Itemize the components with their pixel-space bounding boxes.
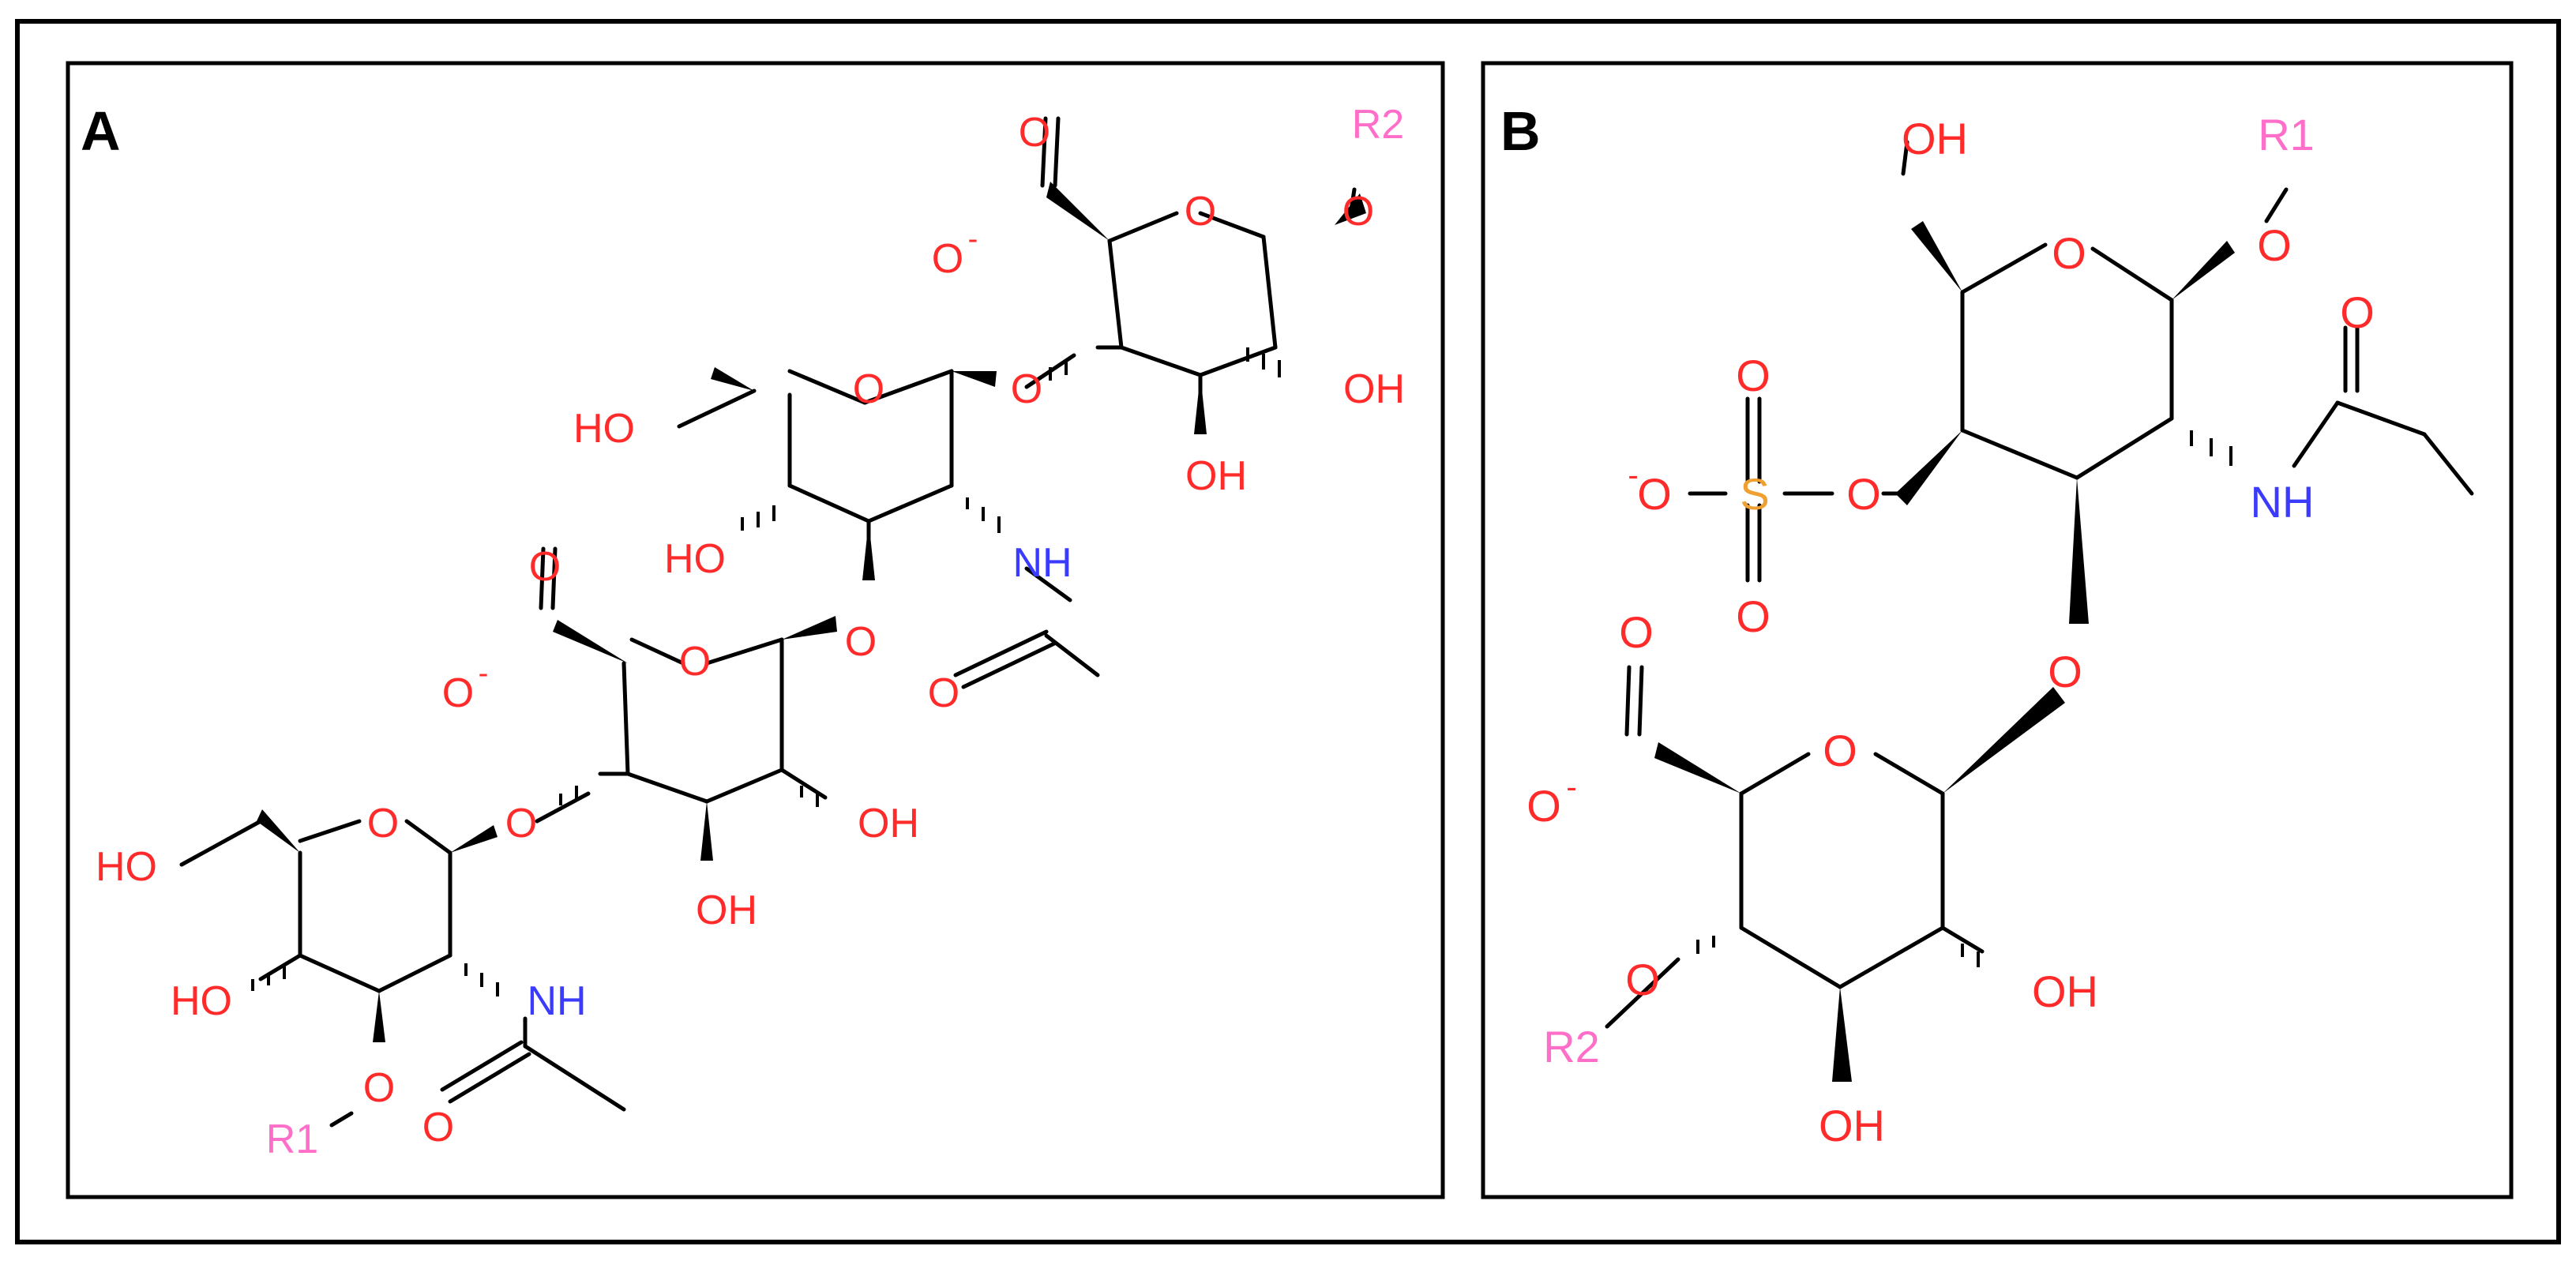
panel-b-label: B — [1500, 100, 1541, 162]
panel-a-wedges — [257, 182, 1366, 1042]
atom-glycosidic-o: O — [2048, 647, 2082, 696]
panel-b-bonds — [1605, 140, 2474, 1029]
atom-ho: HO — [664, 536, 726, 582]
atom-carboxyl-o: O — [529, 544, 561, 590]
atom-carboxyl-o: O — [1019, 110, 1050, 156]
panel-b-hashes — [1696, 430, 2232, 967]
atom-carboxylate-o: O — [1526, 781, 1561, 831]
outer-frame — [15, 19, 2561, 1244]
atom-oh: OH — [1343, 366, 1405, 412]
atom-nh: NH — [1012, 540, 1072, 586]
atom-charge: - — [1628, 458, 1638, 493]
panel-a-atom-labels: R2 O O O O - OH OH O O HO HO NH O O O O … — [96, 102, 1405, 1162]
panel-a: A — [66, 61, 1445, 1199]
atom-ring-o: O — [1185, 189, 1216, 235]
atom-r1: R1 — [2258, 110, 2315, 160]
panel-a-bonds — [179, 116, 1357, 1128]
atom-glycosidic-o: O — [845, 619, 877, 665]
panel-a-label: A — [81, 100, 121, 162]
atom-ho: HO — [573, 406, 635, 452]
atom-charge: - — [968, 223, 978, 256]
atom-r2: R2 — [1352, 102, 1404, 148]
atom-ring-o: O — [853, 366, 884, 412]
panel-b-atom-labels: OH R1 O O O NH S O O O - O O O O O - O R… — [1526, 110, 2375, 1150]
atom-ho: HO — [171, 978, 232, 1024]
panel-b-wedges — [1654, 221, 2235, 1082]
panel-a-frame — [66, 61, 1445, 1199]
atom-acetyl-o: O — [928, 670, 959, 716]
atom-sulfate-o: O — [1736, 351, 1771, 400]
atom-sulfate-o: O — [1736, 591, 1771, 641]
atom-carboxylate-o: O — [932, 236, 963, 282]
atom-nh: NH — [527, 978, 586, 1024]
atom-oh: OH — [1819, 1101, 1885, 1150]
atom-glycosidic-o: O — [505, 801, 537, 846]
atom-sulfate-link-o: O — [1846, 469, 1881, 519]
atom-o: O — [1625, 955, 1660, 1004]
atom-r1: R1 — [266, 1117, 318, 1162]
atom-ring-o: O — [367, 801, 399, 846]
atom-acetyl-o: O — [2340, 287, 2375, 337]
panel-a-hashes — [251, 347, 1281, 996]
atom-ring-o: O — [679, 639, 711, 685]
atom-sulfur: S — [1740, 469, 1769, 519]
atom-oh: OH — [1185, 453, 1247, 499]
atom-oh: OH — [696, 888, 757, 933]
panel-b: B — [1481, 61, 2514, 1199]
atom-ring-o: O — [2052, 228, 2086, 278]
atom-carboxylate-o: O — [442, 670, 474, 716]
atom-oh: OH — [858, 801, 919, 846]
atom-acetyl-o: O — [422, 1105, 454, 1150]
atom-o: O — [363, 1065, 395, 1111]
atom-o: O — [2257, 220, 2292, 270]
panel-b-frame — [1481, 61, 2514, 1199]
atom-charge: - — [479, 657, 489, 690]
atom-charge: - — [1566, 770, 1576, 805]
atom-ring-o: O — [1823, 726, 1857, 775]
atom-o: O — [1342, 189, 1374, 235]
atom-ho: HO — [96, 844, 157, 890]
atom-sulfate-o: O — [1637, 469, 1672, 519]
atom-oh: OH — [1902, 114, 1968, 163]
atom-carboxyl-o: O — [1619, 607, 1654, 657]
atom-glycosidic-o: O — [1011, 366, 1042, 412]
atom-oh: OH — [2032, 966, 2098, 1016]
atom-nh: NH — [2251, 477, 2315, 527]
atom-r2: R2 — [1543, 1022, 1600, 1071]
